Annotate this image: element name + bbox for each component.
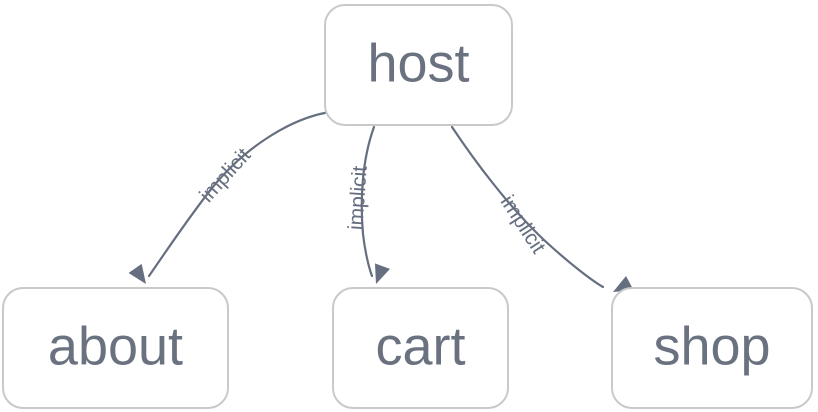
edge-host-cart: [360, 125, 391, 284]
edge-host-about: [128, 110, 332, 284]
node-about[interactable]: about: [2, 287, 229, 409]
edge-line: [450, 125, 605, 289]
node-host[interactable]: host: [324, 4, 513, 126]
node-label: cart: [375, 316, 465, 376]
node-label: host: [367, 33, 469, 93]
node-shop[interactable]: shop: [611, 287, 813, 409]
edge-line: [147, 110, 332, 278]
node-label: shop: [653, 316, 770, 376]
edge-labels-layer: implicit implicit implicit: [195, 144, 550, 258]
edge-host-shop: [450, 125, 634, 292]
edge-label-host-about: implicit: [195, 144, 255, 207]
edge-arrowhead: [374, 263, 391, 284]
node-label: about: [48, 316, 183, 376]
node-box[interactable]: [332, 287, 509, 409]
node-box[interactable]: [2, 287, 229, 409]
edge-arrowhead: [128, 263, 146, 284]
edge-label-host-shop: implicit: [496, 191, 550, 257]
node-box[interactable]: [324, 4, 513, 126]
edges-layer: [128, 110, 634, 292]
edge-line: [360, 125, 376, 278]
nodes-layer: host about cart shop: [2, 4, 813, 409]
edge-label-host-cart: implicit: [344, 165, 371, 231]
node-cart[interactable]: cart: [332, 287, 509, 409]
node-box[interactable]: [611, 287, 813, 409]
